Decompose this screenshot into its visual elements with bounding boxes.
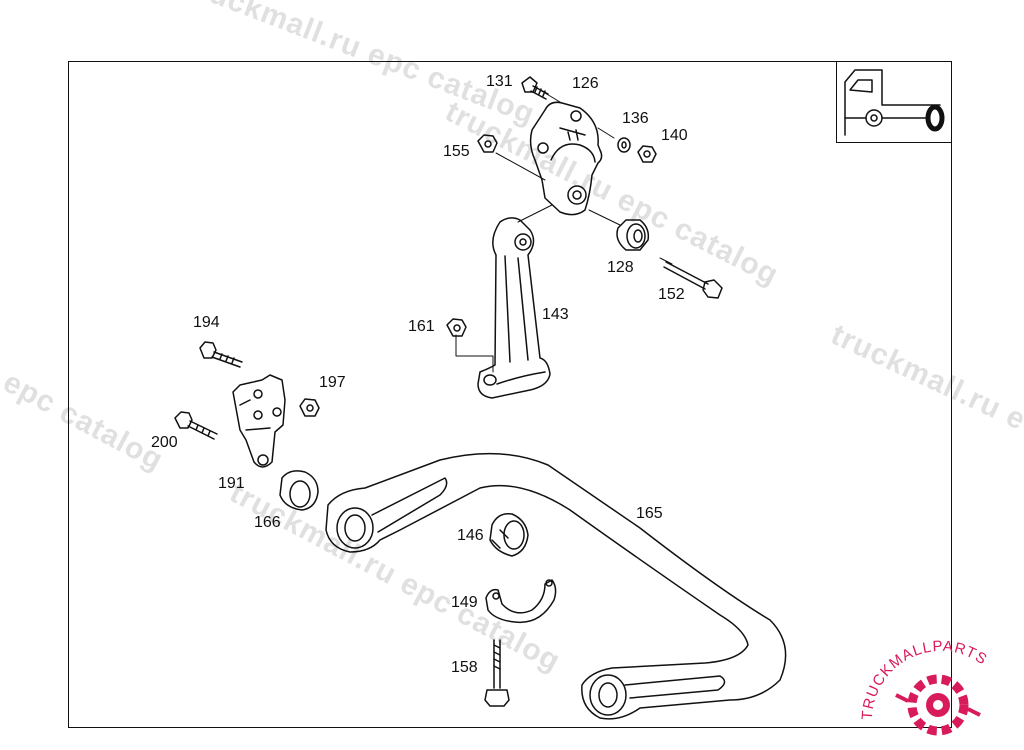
callout-166: 166: [254, 514, 281, 531]
callout-165: 165: [636, 505, 663, 522]
callout-155: 155: [443, 143, 470, 160]
callout-161: 161: [408, 318, 435, 335]
bushing-166: [279, 470, 319, 511]
callout-194: 194: [193, 314, 220, 331]
callout-131: 131: [486, 73, 513, 90]
callout-152: 152: [658, 286, 685, 303]
callout-149: 149: [451, 594, 478, 611]
callout-146: 146: [457, 527, 484, 544]
bolt-200: [174, 411, 218, 440]
nut-140: [637, 145, 657, 163]
nut-197: [299, 398, 320, 417]
link-arm-143: [477, 217, 551, 399]
washer-136: [617, 137, 631, 153]
svg-text:TRUCKMALLPARTS: TRUCKMALLPARTS: [859, 638, 991, 721]
callout-128: 128: [607, 259, 634, 276]
callout-197: 197: [319, 374, 346, 391]
callout-136: 136: [622, 110, 649, 127]
vehicle-locator-inset: [836, 61, 952, 143]
bolt-152: [663, 261, 723, 299]
nut-161: [446, 318, 467, 337]
nut-155: [477, 134, 498, 153]
stabilizer-bar-165: [325, 452, 787, 720]
clamp-149: [485, 579, 557, 624]
callout-143: 143: [542, 306, 569, 323]
callout-140: 140: [661, 127, 688, 144]
bolt-131: [521, 76, 549, 100]
callout-126: 126: [572, 75, 599, 92]
bushing-146: [489, 512, 529, 557]
leader-lines: [455, 89, 673, 373]
callout-200: 200: [151, 434, 178, 451]
callout-191: 191: [218, 475, 245, 492]
bracket-126: [529, 101, 603, 216]
callout-158: 158: [451, 659, 478, 676]
bushing-128: [616, 219, 650, 251]
diagram-frame: [68, 61, 952, 728]
bracket-191: [232, 374, 286, 468]
truckmallparts-logo: TRUCKMALLPARTS: [859, 638, 991, 736]
truck-locator-icon: [844, 69, 945, 136]
logo-text: TRUCKMALLPARTS: [859, 638, 990, 721]
bolt-194: [199, 341, 243, 368]
bolt-158: [484, 639, 510, 707]
